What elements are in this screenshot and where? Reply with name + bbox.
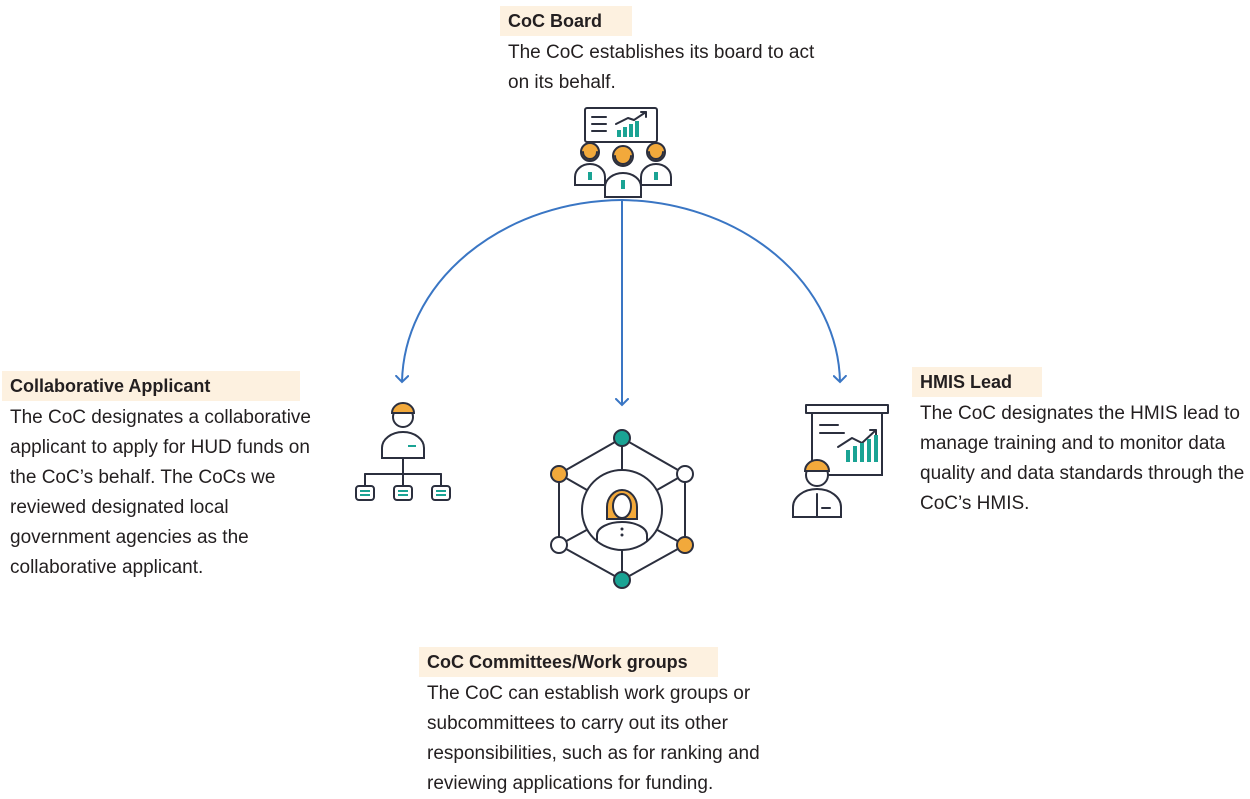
coc-board-description: The CoC establishes its board to act on …: [508, 42, 815, 93]
hmis-lead-title: HMIS Lead: [912, 367, 1043, 397]
team-network-icon: [550, 429, 694, 589]
board-meeting-icon: [574, 107, 672, 198]
presenter-chart-icon: [792, 404, 889, 518]
hmis-lead-block: HMIS Lead The CoC designates the HMIS le…: [912, 367, 1250, 519]
hmis-lead-description: The CoC designates the HMIS lead to mana…: [920, 403, 1245, 514]
committees-title: CoC Committees/Work groups: [419, 647, 718, 677]
org-chart-person-icon: [355, 402, 451, 501]
diagram-canvas: [355, 107, 889, 589]
collaborative-applicant-title: Collaborative Applicant: [2, 371, 301, 401]
collaborative-applicant-block: Collaborative Applicant The CoC designat…: [2, 371, 355, 583]
arrow-to-applicant: [395, 199, 623, 384]
collaborative-applicant-description: The CoC designates a collaborative appli…: [10, 407, 312, 578]
committees-description: The CoC can establish work groups or sub…: [427, 683, 760, 794]
committees-block: CoC Committees/Work groups The CoC can e…: [419, 647, 847, 799]
coc-board-block: CoC Board The CoC establishes its board …: [500, 6, 838, 98]
coc-board-title: CoC Board: [500, 6, 632, 36]
arrow-to-hmis: [621, 199, 847, 384]
